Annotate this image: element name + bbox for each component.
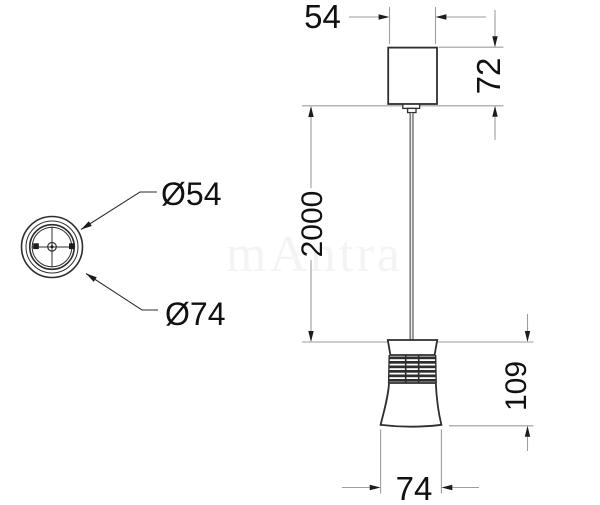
arrowhead-icon xyxy=(524,425,531,437)
dim-canopy-height-value: 72 xyxy=(470,58,507,95)
shade-ribs xyxy=(387,354,437,384)
dim-shade-diameter-value: 74 xyxy=(396,470,433,505)
arrowhead-icon xyxy=(441,484,453,491)
dimension-canopy-width: 54 xyxy=(304,0,486,35)
arrowhead-icon xyxy=(308,106,314,117)
arrowhead-icon xyxy=(492,105,498,117)
suspension-cable xyxy=(409,112,414,341)
outer-diameter-circle xyxy=(20,215,84,279)
dim-suspension-length-value: 2000 xyxy=(296,191,329,258)
dimension-canopy-height: 72 xyxy=(470,10,507,140)
dim-shade-height-value: 109 xyxy=(500,361,533,411)
dimension-suspension-length: 2000 xyxy=(296,106,329,342)
shade-cone xyxy=(379,382,443,428)
watermark-text: mAntra xyxy=(226,226,403,283)
center-hub-dot xyxy=(50,245,54,249)
center-hub-circle xyxy=(47,241,57,252)
front-view: 54 72 2000 109 xyxy=(296,0,534,505)
arrowhead-icon xyxy=(492,36,498,48)
dimension-shade-height: 109 xyxy=(500,314,533,451)
dimension-shade-diameter: 74 xyxy=(342,470,479,505)
arrowhead-icon xyxy=(435,14,447,20)
leader-arrowhead-icon xyxy=(86,273,97,282)
lamp-shade xyxy=(379,339,443,428)
leader-arrowhead-icon xyxy=(81,221,92,230)
ceiling-canopy xyxy=(387,46,438,114)
left-terminal-block xyxy=(33,243,39,250)
dim-canopy-width-value: 54 xyxy=(304,0,341,35)
arrowhead-icon xyxy=(378,14,390,20)
arrowhead-icon xyxy=(524,331,531,342)
right-terminal-block xyxy=(69,243,75,250)
arrowhead-icon xyxy=(308,331,314,342)
leader-inner-diameter: Ø54 xyxy=(80,176,221,230)
outer-diameter-label: Ø74 xyxy=(165,296,225,332)
leader-outer-diameter: Ø74 xyxy=(85,273,225,332)
outer-ring-inner-circle xyxy=(25,220,79,274)
cable-gland-nut xyxy=(406,107,417,114)
arrowhead-icon xyxy=(369,484,381,491)
shade-top-cap xyxy=(386,339,439,356)
inner-diameter-label: Ø54 xyxy=(161,176,221,212)
top-view: Ø54 Ø74 xyxy=(20,176,225,332)
